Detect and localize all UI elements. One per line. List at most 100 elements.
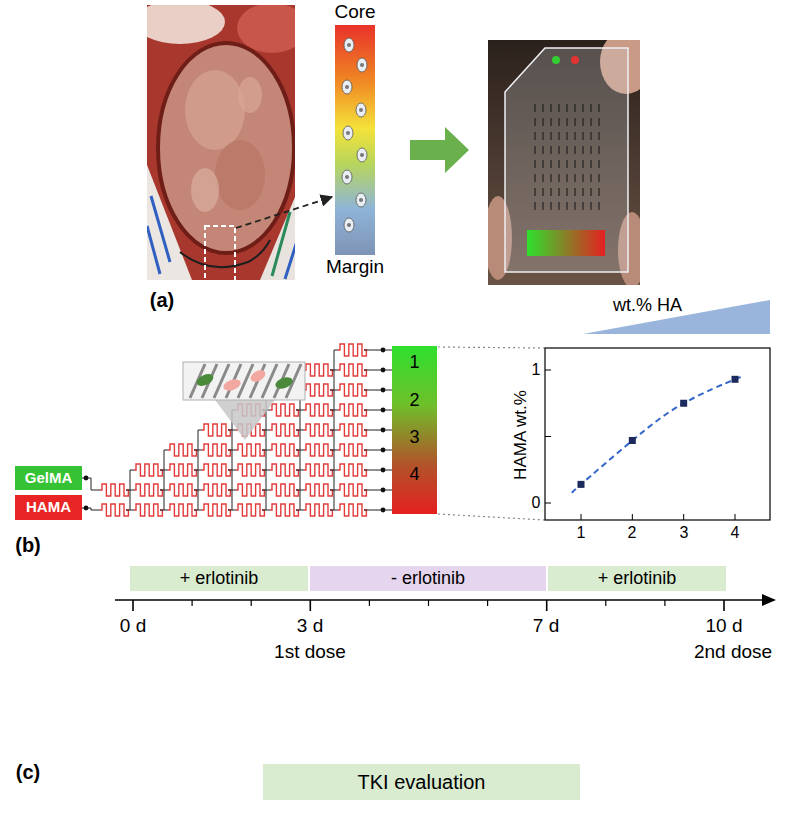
serpentine-channel <box>338 364 366 376</box>
chip-channel <box>566 104 568 112</box>
serpentine-channel <box>202 424 230 436</box>
channel-link <box>228 430 232 431</box>
serpentine-channel <box>270 464 298 476</box>
channel-link <box>296 490 300 491</box>
channel-link <box>300 430 304 431</box>
serpentine-channel <box>304 444 332 456</box>
channel-link <box>334 450 338 451</box>
day-label: 7 d <box>533 616 559 637</box>
outlet-line <box>364 410 392 411</box>
channel-link <box>232 490 236 491</box>
chip-channel <box>582 188 584 196</box>
chip-channel <box>558 160 560 168</box>
channel-link <box>126 510 130 511</box>
serpentine-channel <box>338 444 366 456</box>
channel-link <box>330 490 334 491</box>
channel-link <box>334 490 338 491</box>
channel-link <box>266 470 270 471</box>
chip-channel <box>550 104 552 112</box>
serpentine-channel <box>338 464 366 476</box>
cell <box>342 80 352 94</box>
fit-curve <box>572 376 742 492</box>
chip-channel <box>582 202 584 210</box>
cell-nucleus <box>359 198 363 202</box>
node-label: HAMA <box>26 499 71 516</box>
serpentine-channel <box>202 444 230 456</box>
data-point <box>629 437 636 444</box>
cell-nucleus <box>347 223 351 227</box>
day-label: 0 d <box>120 616 146 637</box>
channel-link <box>164 490 168 491</box>
outlet-dot <box>381 408 386 413</box>
chip-channel <box>574 160 576 168</box>
chip-channel <box>566 132 568 140</box>
serpentine-channel <box>168 444 196 456</box>
treatment-band: - erlotinib <box>310 566 546 591</box>
chip-channel <box>550 118 552 126</box>
cell-nucleus <box>345 175 349 179</box>
channel-link <box>334 390 338 391</box>
channel-link <box>266 450 270 451</box>
chart-plot <box>545 370 742 520</box>
chip-channel <box>550 202 552 210</box>
outlet-number: 1 <box>392 351 437 373</box>
serpentine-channel <box>134 504 162 516</box>
outlet-number: 4 <box>392 463 437 485</box>
channel-link <box>334 510 338 511</box>
chip-channel <box>590 104 592 112</box>
channel-link <box>300 410 304 411</box>
tick-label: 2 <box>628 524 637 542</box>
gradient-bar <box>335 25 375 255</box>
chart-frame <box>545 348 770 520</box>
outlet-line <box>364 430 392 431</box>
serpentine-channel <box>270 444 298 456</box>
chip-channel <box>550 160 552 168</box>
chip-channel <box>550 146 552 154</box>
channel-link <box>330 470 334 471</box>
chip-channel <box>598 118 600 126</box>
chip-channel <box>542 160 544 168</box>
cell <box>356 193 366 207</box>
node-label: Core <box>334 2 375 23</box>
panel-label: (a) <box>150 289 174 311</box>
cell-nucleus <box>347 43 351 47</box>
dose-label: 1st dose <box>274 642 346 663</box>
outlet-dot <box>381 488 386 493</box>
x-tick <box>581 514 582 520</box>
chip-channel <box>558 202 560 210</box>
chip-channel <box>582 132 584 140</box>
y-tick <box>545 436 551 437</box>
outlet-dot <box>381 428 386 433</box>
inlet-box: GelMA <box>15 466 82 490</box>
node-label: - erlotinib <box>391 569 465 589</box>
channel-link <box>330 450 334 451</box>
serpentine-channel <box>236 444 264 456</box>
channel-link <box>232 430 236 431</box>
serpentine-channel <box>304 364 332 376</box>
chip-channel <box>598 146 600 154</box>
channel-link <box>130 510 134 511</box>
channel-link <box>198 430 202 431</box>
channel-link <box>164 470 168 471</box>
chip-channel <box>582 118 584 126</box>
channel-link <box>300 490 304 491</box>
outlet-dot <box>381 468 386 473</box>
channel-link <box>266 510 270 511</box>
time-axis <box>115 599 764 601</box>
outlet-number: 2 <box>392 389 437 411</box>
chip-channel <box>590 118 592 126</box>
cell <box>356 103 366 117</box>
tick-label: 1 <box>532 361 541 379</box>
tick-label: 4 <box>731 524 740 542</box>
serpentine-channel <box>338 424 366 436</box>
chip-channel <box>534 188 536 196</box>
channel-link <box>164 450 165 510</box>
serpentine-channel <box>304 404 332 416</box>
chip-channel <box>598 160 600 168</box>
data-point <box>680 400 687 407</box>
x-tick <box>632 514 633 520</box>
channel-link <box>334 350 338 351</box>
chip-channel <box>542 104 544 112</box>
serpentine-channel <box>304 424 332 436</box>
chip-channel <box>582 104 584 112</box>
